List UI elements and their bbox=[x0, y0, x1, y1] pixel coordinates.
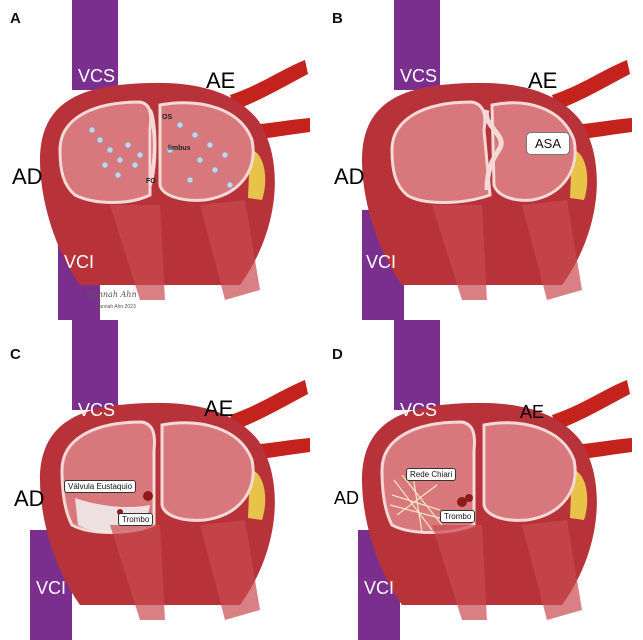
vcs-label: VCS bbox=[78, 66, 115, 87]
fo-label: FO bbox=[146, 178, 156, 185]
ae-label: AE bbox=[206, 68, 235, 94]
panel-d: D VCS VCI AD AE Rede Chiari Trombo bbox=[322, 320, 643, 640]
ad-label: AD bbox=[334, 488, 359, 509]
vcs-label: VCS bbox=[78, 400, 115, 421]
thrombus-label: Trombo bbox=[440, 510, 475, 523]
chiari-network-label: Rede Chiari bbox=[406, 468, 456, 481]
ad-label: AD bbox=[334, 164, 365, 190]
vci-label: VCI bbox=[36, 578, 66, 599]
copyright-text: ©Hannah Ahn 2023 bbox=[92, 304, 136, 310]
panel-letter: A bbox=[10, 10, 21, 27]
panel-b: B VCS VCI AD AE ASA bbox=[322, 0, 643, 320]
vcs-label: VCS bbox=[400, 66, 437, 87]
panel-letter: D bbox=[332, 346, 343, 363]
ae-label: AE bbox=[528, 68, 557, 94]
limbus-label: limbus bbox=[168, 145, 191, 152]
artist-signature: Hannah Ahn bbox=[86, 290, 137, 299]
panel-c: C VCS VCI AD AE Válvula Eustaquio Trombo bbox=[0, 320, 321, 640]
vci-label: VCI bbox=[364, 578, 394, 599]
panel-a: A VCS VCI AD AE OS limbus FO Hannah Ahn … bbox=[0, 0, 321, 320]
panel-letter: B bbox=[332, 10, 343, 27]
vcs-label: VCS bbox=[400, 400, 437, 421]
eustachian-valve-label: Válvula Eustaquio bbox=[64, 480, 136, 493]
ad-label: AD bbox=[14, 486, 45, 512]
heart-illustration bbox=[0, 0, 321, 320]
ad-label: AD bbox=[12, 164, 43, 190]
ae-label: AE bbox=[204, 396, 233, 422]
thrombus-label: Trombo bbox=[118, 513, 153, 526]
vci-label: VCI bbox=[64, 252, 94, 273]
vci-label: VCI bbox=[366, 252, 396, 273]
asa-label: ASA bbox=[526, 132, 570, 155]
panel-letter: C bbox=[10, 346, 21, 363]
ae-label: AE bbox=[520, 402, 544, 423]
os-label: OS bbox=[162, 114, 172, 121]
